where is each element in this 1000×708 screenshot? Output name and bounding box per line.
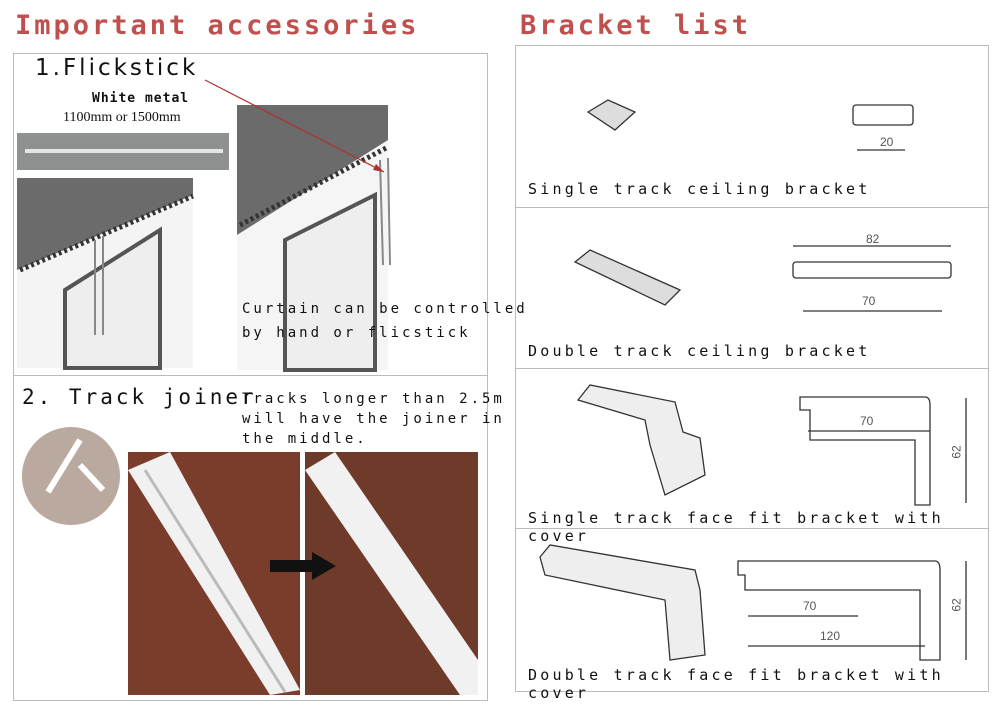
curtain-photo-left [17,178,194,370]
dimension-label: 62 [949,598,964,612]
accessories-panel [13,53,488,701]
dimension-label: 20 [880,135,894,149]
double-ceiling-bracket-drawing [573,245,952,312]
flickstick-note-line1: Curtain can be controlled [242,301,528,317]
dimension-label: 70 [803,599,817,613]
dimension-label: 70 [862,294,876,308]
curtain-photo-right [237,105,391,372]
pointer-arrow [204,79,385,173]
dimension-label: 62 [949,445,964,459]
joiner-photo-after [305,452,478,695]
bracket-label-double-face: Double track face fit bracket with cover [528,666,944,702]
joiner-note-line3: the middle. [242,431,368,447]
arrow-right-icon [270,552,336,580]
divider [515,368,988,369]
bracket-label-single-ceiling: Single track ceiling bracket [528,180,871,198]
divider [515,207,988,208]
single-ceiling-bracket-drawing [586,99,914,151]
dimension-label: 82 [866,232,880,246]
accessories-title: Important accessories [15,10,420,41]
flickstick-heading: 1.Flickstick [35,55,199,81]
flickstick-rod [25,149,223,153]
flickstick-lengths: 1100mm or 1500mm [63,110,181,125]
flickstick-illustrations [17,79,478,695]
flickstick-note-line2: by hand or flicstick [242,325,471,341]
joiner-note-line1: Tracks longer than 2.5m [242,391,505,407]
joiner-note-line2: will have the joiner in [242,411,505,427]
single-face-bracket-drawing [576,384,967,506]
bracket-list-title: Bracket list [520,10,752,41]
divider [13,375,487,376]
dimension-label: 70 [860,414,874,428]
flickstick-material: White metal [92,91,190,106]
bracket-label-double-ceiling: Double track ceiling bracket [528,342,871,360]
joiner-photo-before [128,452,300,695]
divider [515,528,988,529]
joiner-circle-photo [22,427,120,525]
dimension-label: 120 [820,629,841,643]
joiner-heading: 2. Track joiner [22,385,257,409]
bracket-label-single-face: Single track face fit bracket with cover [528,509,944,545]
double-face-bracket-drawing [539,544,967,661]
